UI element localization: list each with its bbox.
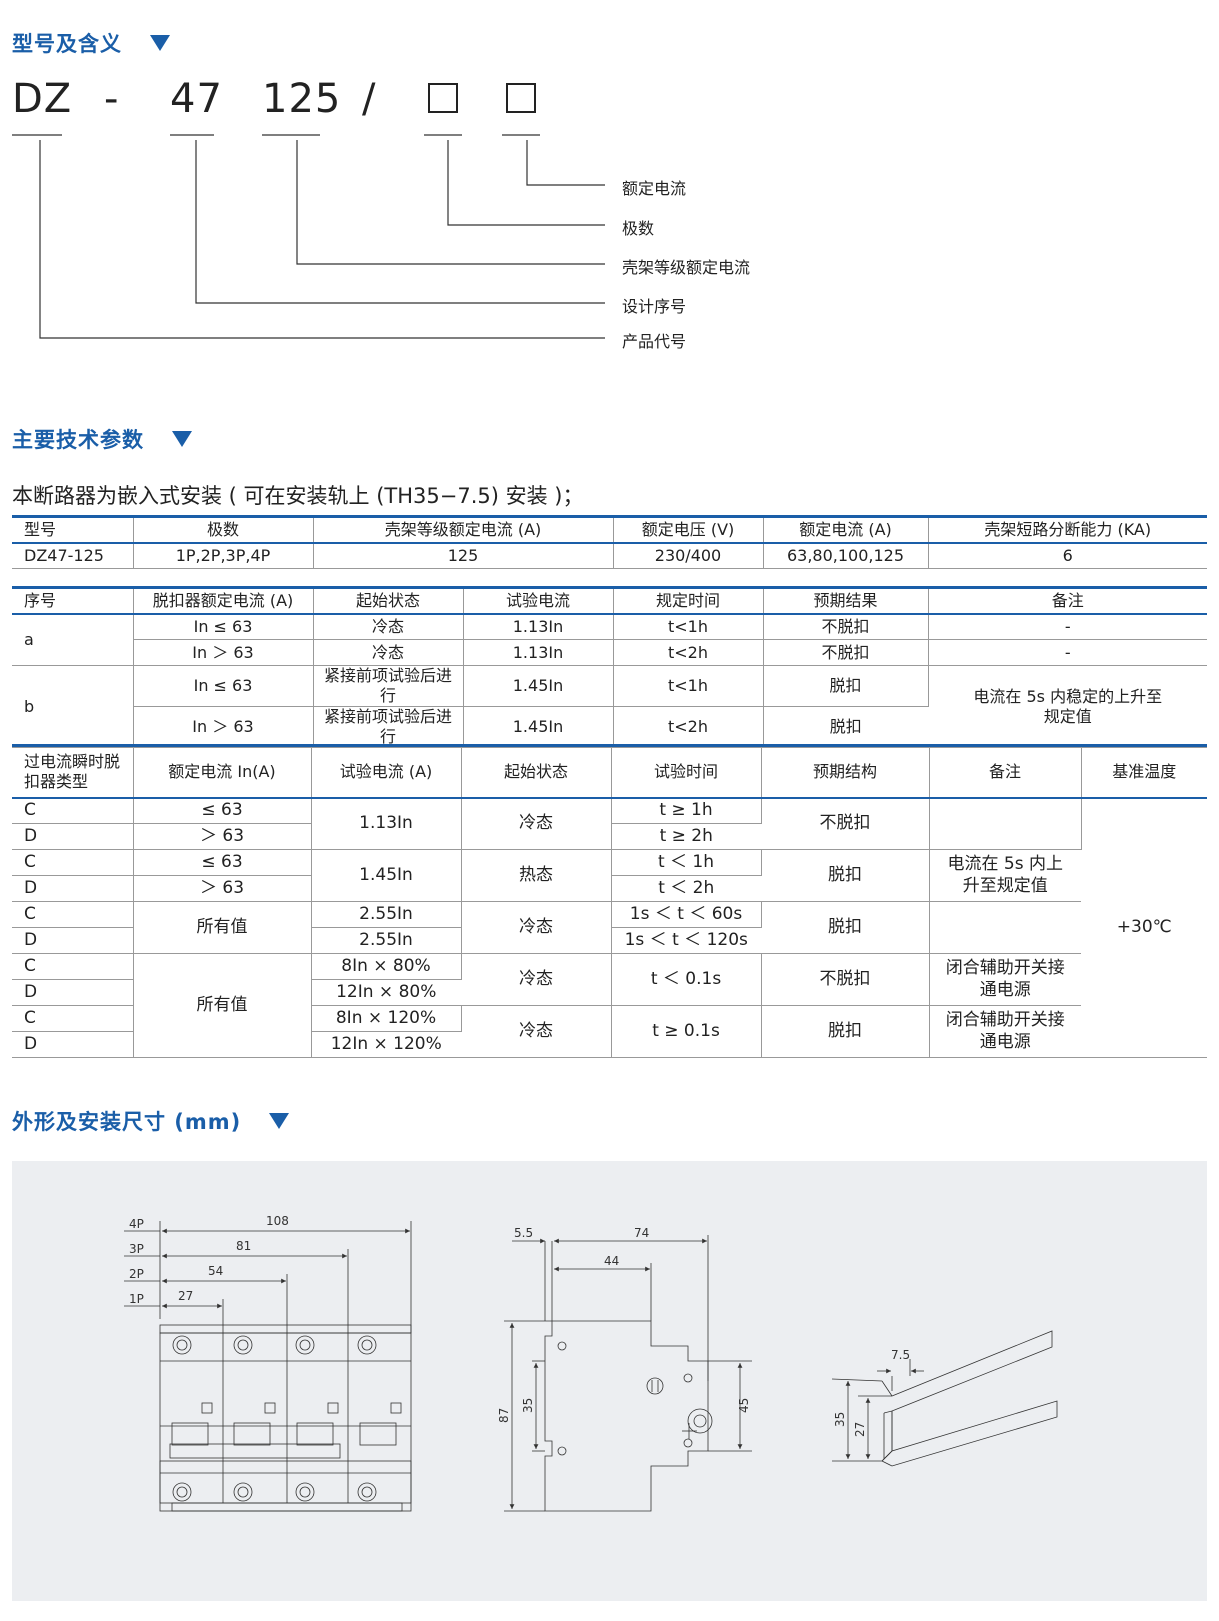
dim-side-87: 87 (497, 1408, 511, 1423)
table-row: In ＞ 63 紧接前项试验后进行 1.45In t<2h 脱扣 (12, 706, 1207, 748)
intro-text: 本断路器为嵌入式安装 ( 可在安装轨上 (TH35−7.5) 安装 )； (12, 484, 584, 508)
code-box-current (506, 83, 536, 113)
dim-rail-27: 27 (853, 1422, 867, 1437)
dim-width-54: 54 (208, 1264, 223, 1278)
side-view-drawing: 5.5 74 44 87 35 45 (497, 1226, 752, 1512)
dimension-drawing-panel: 4P 3P 2P 1P 108 81 54 27 (12, 1161, 1207, 1601)
dim-side-5-5: 5.5 (514, 1226, 533, 1240)
dim-label-4p: 4P (129, 1217, 144, 1231)
table-row: C 所有值 2.55In 冷态 1s ＜ t ＜ 60s 脱扣 (12, 901, 1207, 954)
table-row: DZ47-125 1P,2P,3P,4P 125 230/400 63,80,1… (12, 542, 1207, 569)
dim-label-3p: 3P (129, 1242, 144, 1256)
legend-design-no: 设计序号 (622, 297, 687, 316)
legend-frame-current: 壳架等级额定电流 (622, 258, 751, 277)
dim-side-44: 44 (604, 1254, 619, 1268)
th-current: 额定电流 (A) (763, 516, 929, 544)
table-row: D ＞ 63 t ≥ 2h (12, 823, 1207, 850)
dim-side-35: 35 (521, 1398, 535, 1413)
section-title-model: 型号及含义 (12, 28, 170, 58)
dim-rail-7-5: 7.5 (891, 1348, 910, 1362)
triangle-down-icon (269, 1113, 290, 1129)
dim-rail-35: 35 (833, 1412, 847, 1427)
dim-label-2p: 2P (129, 1267, 144, 1281)
th-voltage: 额定电压 (V) (613, 516, 764, 544)
table-row: a In ≤ 63 冷态 1.13In t<1h 不脱扣 - (12, 613, 1207, 666)
table-row: b In ≤ 63 紧接前项试验后进行 1.45In t<1h 脱扣 电流在 5… (12, 665, 1207, 748)
table-row: C 所有值 8In × 80% 冷态 t ＜ 0.1s 不脱扣 闭合辅助开关接通… (12, 953, 1207, 1058)
code-frame: 125 (262, 76, 342, 122)
triangle-down-icon (150, 35, 170, 51)
dim-width-81: 81 (236, 1239, 251, 1253)
th-model: 型号 (12, 516, 134, 544)
table-row: D ＞ 63 t ＜ 2h (12, 875, 1207, 902)
code-prefix: DZ (12, 76, 73, 122)
table-overload-tests: 序号 脱扣器额定电流 (A) 起始状态 试验电流 规定时间 预期结果 备注 a … (12, 586, 1207, 748)
section-title-tech: 主要技术参数 (12, 424, 192, 454)
front-view-drawing: 4P 3P 2P 1P 108 81 54 27 (124, 1214, 412, 1512)
code-dash: - (104, 76, 120, 122)
th-breaking: 壳架短路分断能力 (KA) (928, 516, 1207, 544)
table-row: D 12In × 120% (12, 1031, 1207, 1058)
table-general-specs: 型号 极数 壳架等级额定电流 (A) 额定电压 (V) 额定电流 (A) 壳架短… (12, 515, 1207, 569)
legend-rated-current: 额定电流 (622, 179, 687, 198)
code-design: 47 (170, 76, 223, 122)
triangle-down-icon (172, 431, 192, 447)
dim-width-108: 108 (266, 1214, 289, 1228)
table-row: C 8In × 120% 冷态 t ≥ 0.1s 脱扣 闭合辅助开关接通电源 (12, 1005, 1207, 1058)
code-box-poles (428, 83, 458, 113)
section-title-dims: 外形及安装尺寸 (mm) (12, 1106, 290, 1136)
table-row: D 2.55In 1s ＜ t ＜ 120s (12, 927, 1207, 954)
th-frame-current: 壳架等级额定电流 (A) (313, 516, 614, 544)
table-row: In ＞ 63 冷态 1.13In t<2h 不脱扣 - (12, 639, 1207, 666)
dim-width-27: 27 (178, 1289, 193, 1303)
dimension-drawings: 4P 3P 2P 1P 108 81 54 27 (124, 1214, 1058, 1512)
code-leader-lines (12, 134, 605, 339)
dim-side-74: 74 (634, 1226, 649, 1240)
dim-label-1p: 1P (129, 1292, 144, 1306)
th-poles: 极数 (133, 516, 314, 544)
table-row: D 12In × 80% (12, 979, 1207, 1006)
dim-side-45: 45 (737, 1398, 751, 1413)
code-slash: / (362, 76, 377, 122)
table-instantaneous-tests: 过电流瞬时脱扣器类型 额定电流 In(A) 试验电流 (A) 起始状态 试验时间… (12, 744, 1207, 1058)
table-row: C ≤ 63 1.45In 热态 t ＜ 1h 脱扣 电流在 5s 内上升至规定… (12, 849, 1207, 902)
table-row: C ≤ 63 1.13In 冷态 t ≥ 1h 不脱扣 +30℃ (12, 797, 1207, 1058)
din-rail-drawing: 7.5 35 27 (831, 1330, 1058, 1467)
legend-poles: 极数 (622, 219, 655, 238)
legend-product-code: 产品代号 (622, 332, 687, 351)
